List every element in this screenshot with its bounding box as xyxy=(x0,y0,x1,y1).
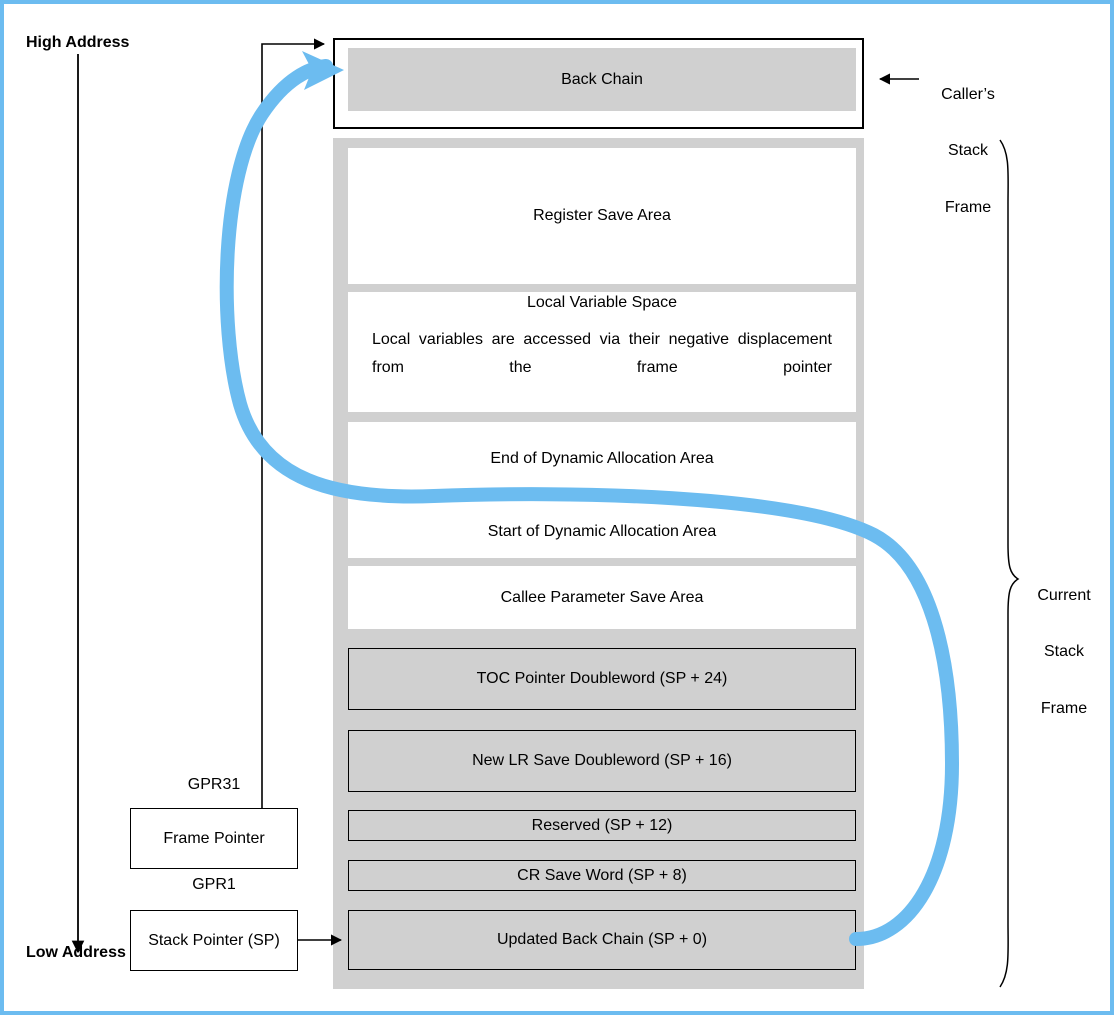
callers-stack-frame-label: Caller’s Stack Frame xyxy=(920,48,1016,256)
slot-cr-save-word: CR Save Word (SP + 8) xyxy=(348,860,856,891)
slot-updated-back-chain: Updated Back Chain (SP + 0) xyxy=(348,910,856,970)
slot-reserved: Reserved (SP + 12) xyxy=(348,810,856,841)
slot-toc-pointer-doubleword: TOC Pointer Doubleword (SP + 24) xyxy=(348,648,856,710)
callers-stack-frame-line-2: Stack xyxy=(947,142,988,160)
callers-stack-frame-line-1: Caller’s xyxy=(941,85,995,103)
current-stack-frame-line-3: Frame xyxy=(1040,700,1088,717)
start-of-dynamic-allocation-label: Start of Dynamic Allocation Area xyxy=(487,523,717,540)
current-stack-frame-brace-icon xyxy=(999,139,1020,988)
slot-callee-parameter-save-area: Callee Parameter Save Area xyxy=(348,566,856,629)
high-address-label: High Address xyxy=(26,34,130,51)
slot-local-variable-space: Local Variable Space Local variables are… xyxy=(348,292,856,412)
slot-register-save-area: Register Save Area xyxy=(348,148,856,284)
frame-pointer-box: Frame Pointer xyxy=(130,808,298,869)
current-stack-frame-label: Current Stack Frame xyxy=(1018,549,1110,757)
gpr31-label: GPR31 xyxy=(187,776,241,793)
low-address-label: Low Address xyxy=(26,944,126,961)
callers-stack-frame-line-3: Frame xyxy=(944,199,992,216)
slot-new-lr-save-doubleword: New LR Save Doubleword (SP + 16) xyxy=(348,730,856,792)
end-of-dynamic-allocation-label: End of Dynamic Allocation Area xyxy=(490,450,714,467)
gpr1-label: GPR1 xyxy=(192,876,236,893)
local-variable-space-body: Local variables are accessed via their n… xyxy=(372,331,832,376)
current-stack-frame-line-1: Current xyxy=(1037,586,1091,604)
stack-pointer-box: Stack Pointer (SP) xyxy=(130,910,298,971)
back-chain-cell: Back Chain xyxy=(348,48,856,111)
slot-dynamic-allocation-area: End of Dynamic Allocation Area Start of … xyxy=(348,422,856,558)
frame-pointer-connector-icon xyxy=(261,38,326,808)
local-variable-space-title: Local Variable Space xyxy=(526,294,678,311)
current-stack-frame-line-2: Stack xyxy=(1043,643,1084,661)
